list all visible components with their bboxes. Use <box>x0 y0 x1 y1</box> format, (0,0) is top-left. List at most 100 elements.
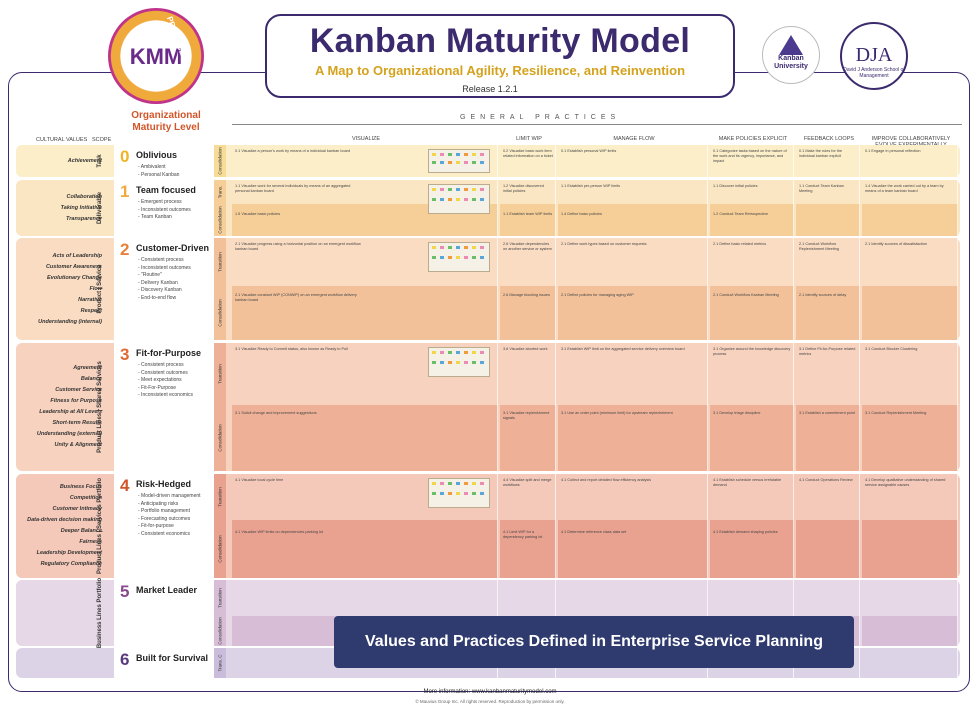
kanban-board-thumbnail <box>428 478 490 508</box>
practice-text: 1.1 Establish per-person WIP limits <box>561 184 621 188</box>
release-label: Release 1.2.1 <box>462 84 518 94</box>
sticky-note-icon <box>480 256 484 259</box>
sticky-note-icon <box>464 161 468 164</box>
sticky-note-icon <box>456 153 460 156</box>
sticky-note-icon <box>432 492 436 495</box>
practice-cell <box>862 648 958 678</box>
kanban-board-thumbnail <box>428 149 490 173</box>
practice-cell <box>796 145 860 177</box>
practice-text: 4.1 Visualize WIP limits on dependencies… <box>235 530 323 534</box>
practice-cell <box>558 145 708 177</box>
sticky-note-icon <box>456 351 460 354</box>
cultural-value: Achievement <box>67 157 102 164</box>
sticky-note-icon <box>440 153 444 156</box>
sticky-note-icon <box>448 161 452 164</box>
level-characteristics: - Ambivalent- Personal Kanban <box>138 164 179 179</box>
level-characteristic: - Consistent outcomes <box>138 369 188 376</box>
practice-text: 3.1 Visualize replenishment signals <box>503 411 550 420</box>
kanban-university-mark-icon <box>779 35 803 55</box>
practice-cell <box>796 405 860 471</box>
level-characteristics: - Model-driven management- Anticipating … <box>138 493 201 538</box>
practice-cell <box>796 180 860 204</box>
practice-text: 0.1 Categorize tasks based on the nature… <box>713 149 787 163</box>
practice-cell <box>500 343 556 405</box>
practice-cell <box>710 238 794 286</box>
sticky-note-icon <box>472 161 476 164</box>
practice-cell <box>796 286 860 340</box>
cultural-value: Balance <box>80 376 102 382</box>
practice-cell <box>558 204 708 236</box>
scope-text: Deliverable <box>97 191 103 225</box>
practice-text: 3.1 Establish WIP limit on the aggregate… <box>561 347 685 351</box>
sticky-note-icon <box>464 492 468 495</box>
practice-cell <box>710 286 794 340</box>
sub-level-text: Consolidation <box>217 206 223 234</box>
level-number: 5 <box>120 582 130 601</box>
sub-level-label: Consolidation <box>214 204 226 236</box>
practice-text: 0.1 Make the rules for the individual ka… <box>799 149 843 158</box>
sticky-note-icon <box>448 153 452 156</box>
sticky-note-icon <box>480 361 484 364</box>
david-anderson-school-logo: DJA David J Anderson School of Managemen… <box>840 22 908 90</box>
sticky-note-icon <box>448 361 452 364</box>
practice-cell <box>710 580 794 616</box>
sticky-note-icon <box>440 492 444 495</box>
scope-label: Product | Service <box>92 238 108 340</box>
cultural-values-list: Achievement <box>22 156 102 167</box>
practice-cell <box>500 180 556 204</box>
sticky-note-icon <box>448 188 452 191</box>
practice-cell <box>710 204 794 236</box>
sticky-note-icon <box>432 246 436 249</box>
sub-level-text: Consolidation <box>217 535 223 563</box>
practice-heading-4: FEEDBACK LOOPS <box>803 136 855 142</box>
practice-cell <box>796 580 860 616</box>
footer-more-info: More information: www.kanbanmaturitymode… <box>0 689 980 695</box>
ku-logo-line1: Kanban <box>778 55 804 62</box>
sub-level-text: Transition <box>217 588 223 608</box>
level-characteristic: - Consistent process <box>138 362 184 368</box>
sticky-note-icon <box>456 246 460 249</box>
practice-text: 1.1 Visualize work for several individua… <box>235 184 351 193</box>
practice-heading-3: MAKE POLICIES EXPLICIT <box>718 136 788 142</box>
practice-cell <box>558 343 708 405</box>
level-number: 4 <box>120 476 130 495</box>
das-logo-text: David J Anderson School of Management <box>843 67 905 79</box>
sub-level-text: Consolidation <box>217 299 223 327</box>
sub-level-label: Transition <box>214 580 226 616</box>
footer-website-link[interactable]: www.kanbanmaturitymodel.com <box>471 689 557 695</box>
practice-cell <box>710 474 794 520</box>
practice-text: 4.1 Establish demand shaping policies <box>713 530 778 534</box>
sticky-note-icon <box>448 482 452 485</box>
sticky-note-icon <box>448 351 452 354</box>
practice-cell <box>862 474 958 520</box>
sticky-note-icon <box>464 351 468 354</box>
level-characteristic: - Fit-for-purpose <box>138 523 174 529</box>
practice-text: 4.1 Collect and report detailed flow eff… <box>561 478 652 482</box>
sticky-note-icon <box>440 482 444 485</box>
cultural-value: Narrative <box>78 296 102 303</box>
practice-heading-2: MANAGE FLOW <box>613 136 655 142</box>
level-characteristic: - Portfolio management <box>138 508 190 514</box>
level-number: 3 <box>120 345 130 364</box>
level-characteristic: - Inconsistent economics <box>138 392 194 398</box>
sticky-note-icon <box>472 246 476 249</box>
scope-heading: SCOPE <box>92 137 112 143</box>
scope-label: Deliverable <box>92 180 108 236</box>
sticky-note-icon <box>480 153 484 156</box>
level-characteristic: - Emergent process <box>138 199 182 205</box>
practice-cell <box>558 238 708 286</box>
sticky-note-icon <box>472 188 476 191</box>
kanban-university-logo: Kanban University <box>762 26 820 84</box>
practice-heading-1: LIMIT WIP <box>516 136 542 142</box>
sub-level-label: Trans. <box>214 180 226 204</box>
sub-level-label: Consolidation <box>214 145 226 177</box>
sticky-note-icon <box>480 246 484 249</box>
level-characteristics: - Consistent process- Inconsistent outco… <box>138 257 191 302</box>
